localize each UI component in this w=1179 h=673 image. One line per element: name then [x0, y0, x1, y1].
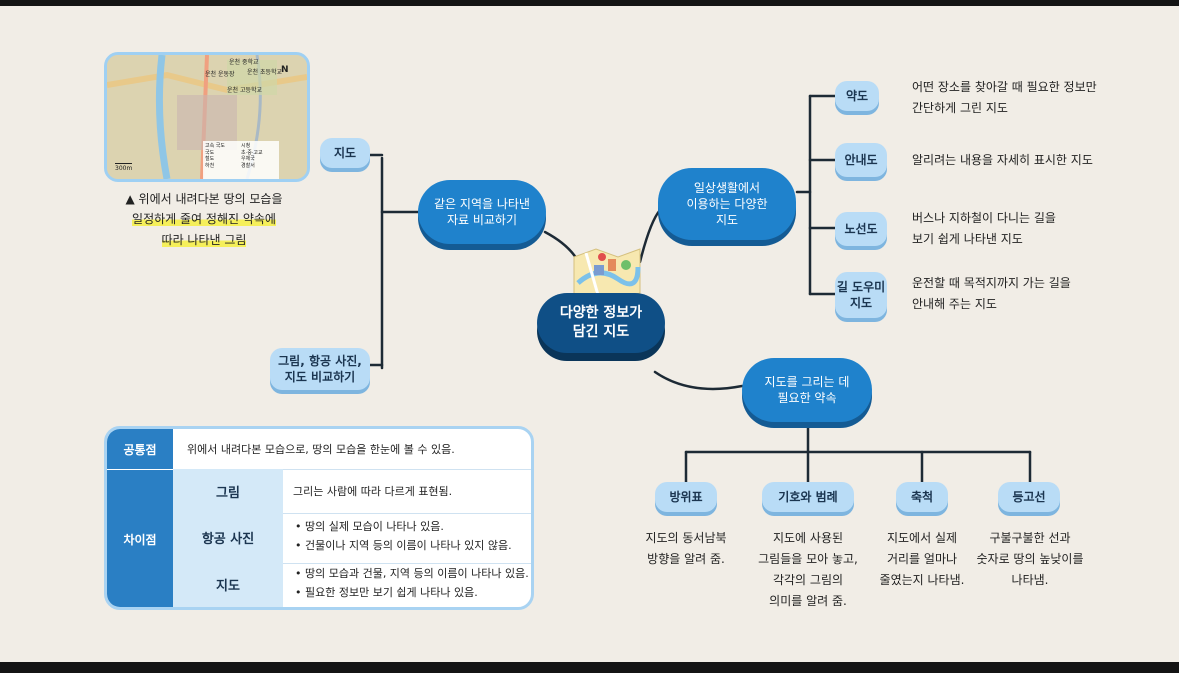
north-arrow-icon: N [281, 65, 289, 75]
map-label-school-2: 운천 초등학교 [247, 69, 283, 76]
comparison-table: 공통점 위에서 내려다본 모습으로, 땅의 모습을 한눈에 볼 수 있음. 차이… [104, 426, 534, 610]
map-caption: ▲ 위에서 내려다본 땅의 모습을 일정하게 줄여 정해진 약속에 따라 나타낸… [104, 189, 304, 250]
table-row-label-drawing: 그림 [173, 469, 283, 514]
map-drawing [107, 55, 307, 179]
map-label-ground: 운천 운동장 [205, 71, 235, 78]
pill-guide-map[interactable]: 안내도 [835, 143, 887, 177]
table-row-label-map: 지도 [173, 561, 283, 607]
desc-navigation-map: 운전할 때 목적지까지 가는 길을 안내해 주는 지도 [912, 276, 1071, 311]
table-row-text-aerial-photo: • 땅의 실제 모습이 나타나 있음. • 건물이나 지역 등의 이름이 나타나… [295, 520, 512, 553]
hub-compare-materials[interactable]: 같은 지역을 나타낸 자료 비교하기 [418, 180, 546, 244]
desc-compass-rose: 지도의 동서남북 방향을 알려 줌. [645, 531, 727, 566]
pill-scale[interactable]: 축척 [896, 482, 948, 512]
map-caption-line-2: 일정하게 줄여 정해진 약속에 [132, 212, 276, 227]
top-bar [0, 0, 1179, 6]
legend-item: 고속 국도 [205, 143, 225, 149]
desc-route-map: 버스나 지하철이 다니는 길을 보기 쉽게 나타낸 지도 [912, 211, 1056, 246]
pill-route-map[interactable]: 노선도 [835, 212, 887, 246]
hub-daily-maps[interactable]: 일상생활에서 이용하는 다양한 지도 [658, 168, 796, 240]
legend-item: 우체국 [241, 156, 255, 162]
legend-item: 국도 [205, 149, 215, 156]
table-row-text-drawing: 그리는 사람에 따라 다르게 표현됨. [283, 469, 531, 514]
table-head-common: 공통점 [107, 429, 173, 469]
map-caption-line-1: ▲ 위에서 내려다본 땅의 모습을 [125, 192, 283, 206]
pill-symbols-legend[interactable]: 기호와 범례 [762, 482, 854, 512]
legend-item: 초·중·고교 [241, 149, 263, 156]
map-legend: 고속 국도 시청 국도 초·중·고교 철도 우체국 하천 경찰서 [205, 143, 277, 169]
map-caption-line-3: 따라 나타낸 그림 [161, 232, 247, 247]
table-row-text-map: • 땅의 모습과 건물, 지역 등의 이름이 나타나 있음. • 필요한 정보만… [283, 563, 531, 607]
map-image: 운천 중학교 운천 초등학교 운천 운동장 운천 고등학교 N 고속 국도 시청… [104, 52, 310, 182]
bottom-bar [0, 662, 1179, 673]
map-scale: 300m [115, 163, 133, 172]
pill-compass-rose[interactable]: 방위표 [655, 482, 717, 512]
desc-contour-line: 구불구불한 선과 숫자로 땅의 높낮이를 나타냄. [976, 531, 1084, 587]
hub-map-rules[interactable]: 지도를 그리는 데 필요한 약속 [742, 358, 872, 422]
legend-item: 하천 [205, 162, 215, 169]
center-topic[interactable]: 다양한 정보가 담긴 지도 [537, 293, 665, 353]
pill-navigation-map[interactable]: 길 도우미 지도 [835, 272, 887, 318]
table-cell-common: 위에서 내려다본 모습으로, 땅의 모습을 한눈에 볼 수 있음. [173, 429, 531, 470]
pill-map[interactable]: 지도 [320, 138, 370, 168]
pill-contour-line[interactable]: 등고선 [998, 482, 1060, 512]
map-label-high: 운천 고등학교 [227, 87, 263, 94]
table-head-diff: 차이점 [107, 469, 173, 607]
desc-scale: 지도에서 실제 거리를 얼마나 줄였는지 나타냄. [879, 531, 965, 587]
map-label-school-1: 운천 중학교 [229, 59, 259, 66]
desc-guide-map: 알리려는 내용을 자세히 표시한 지도 [912, 153, 1093, 167]
legend-item: 철도 [205, 156, 215, 162]
legend-item: 경찰서 [241, 162, 255, 169]
pill-sketch-map[interactable]: 약도 [835, 81, 879, 111]
legend-item: 시청 [241, 143, 251, 149]
desc-sketch-map: 어떤 장소를 찾아갈 때 필요한 정보만 간단하게 그린 지도 [912, 80, 1097, 115]
pill-compare-drawing-photo-map[interactable]: 그림, 항공 사진, 지도 비교하기 [270, 348, 370, 390]
desc-symbols-legend: 지도에 사용된 그림들을 모아 놓고, 각각의 그림의 의미를 알려 줌. [758, 531, 858, 608]
table-row-label-aerial-photo: 항공 사진 [173, 513, 283, 562]
